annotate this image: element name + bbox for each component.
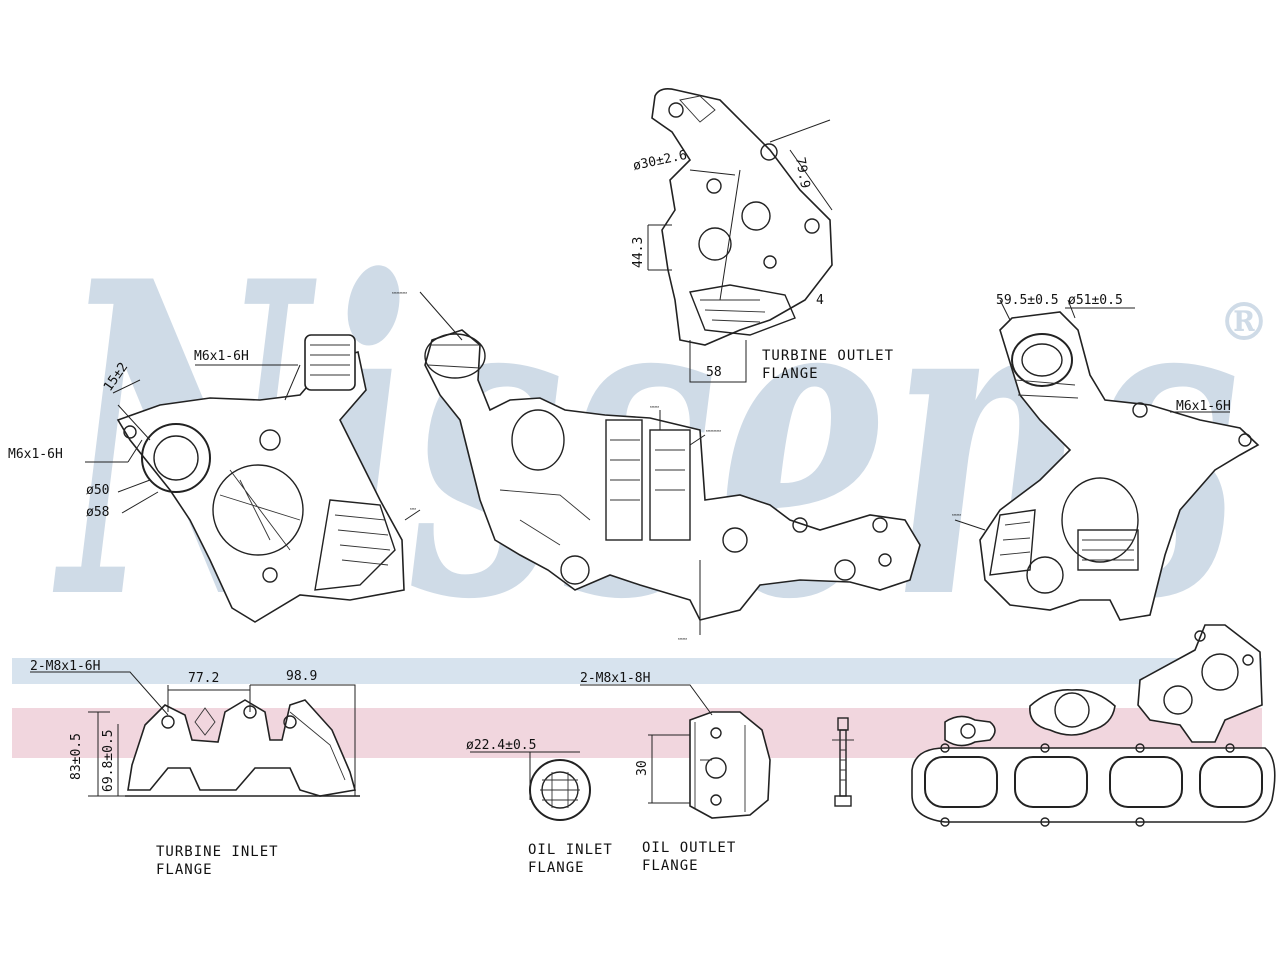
center-note-e: ▭▭ xyxy=(410,506,416,512)
center-note-c: ▭▭▭▭▭ xyxy=(706,428,721,434)
right-dim-a: 59.5±0.5 xyxy=(996,293,1059,308)
caption-turbine-inlet-1: TURBINE INLET xyxy=(156,844,279,860)
gaskets xyxy=(911,624,1276,827)
turbine-inlet-flange xyxy=(30,671,360,797)
oil-outlet-flange xyxy=(580,684,771,819)
top-dim-base: 58 xyxy=(706,365,722,380)
center-view-turbo xyxy=(404,291,921,635)
registered-mark: ® xyxy=(1218,292,1270,353)
center-note-d: ▭▭▭ xyxy=(678,636,687,642)
caption-oil-inlet-1: OIL INLET xyxy=(528,842,613,858)
right-thread: M6x1-6H xyxy=(1176,399,1231,414)
oil-outlet-dim: 30 xyxy=(635,760,650,776)
caption-turbine-outlet-2: FLANGE xyxy=(762,366,819,382)
inlet-dim-v2: 69.8±0.5 xyxy=(101,729,116,792)
oil-outlet-thread: 2-M8x1-8H xyxy=(580,671,650,686)
inlet-dim-b: 98.9 xyxy=(286,669,317,684)
caption-turbine-inlet-2: FLANGE xyxy=(156,862,213,878)
inlet-dim-v1: 83±0.5 xyxy=(69,733,84,780)
caption-oil-outlet-1: OIL OUTLET xyxy=(642,840,736,856)
caption-oil-inlet-2: FLANGE xyxy=(528,860,585,876)
top-view-flange xyxy=(647,88,833,383)
oil-inlet-flange xyxy=(470,751,591,821)
left-view-turbo xyxy=(85,334,405,623)
right-note: ▭▭▭ xyxy=(952,512,961,518)
inlet-thread: 2-M8x1-6H xyxy=(30,659,100,674)
center-note-a: ▭▭▭▭▭ xyxy=(392,290,407,296)
caption-oil-outlet-2: FLANGE xyxy=(642,858,699,874)
top-dim-width: 79.9 xyxy=(792,156,812,189)
top-dim-height: 44.3 xyxy=(631,237,646,268)
caption-turbine-outlet-1: TURBINE OUTLET xyxy=(762,348,894,364)
band-blue xyxy=(12,658,1262,684)
center-note-b: ▭▭▭ xyxy=(650,404,659,410)
oil-inlet-dia: ø22.4±0.5 xyxy=(466,738,536,753)
left-dia-inner: ø50 xyxy=(86,483,109,498)
inlet-dim-a: 77.2 xyxy=(188,671,219,686)
left-thread-top: M6x1-6H xyxy=(194,349,249,364)
left-dia-outer: ø58 xyxy=(86,505,109,520)
right-dim-b: ø51±0.5 xyxy=(1068,293,1123,308)
right-view-turbo xyxy=(954,299,1260,621)
top-dim-small: 4 xyxy=(816,293,824,308)
bolt xyxy=(832,717,854,807)
left-thread-side: M6x1-6H xyxy=(8,447,63,462)
